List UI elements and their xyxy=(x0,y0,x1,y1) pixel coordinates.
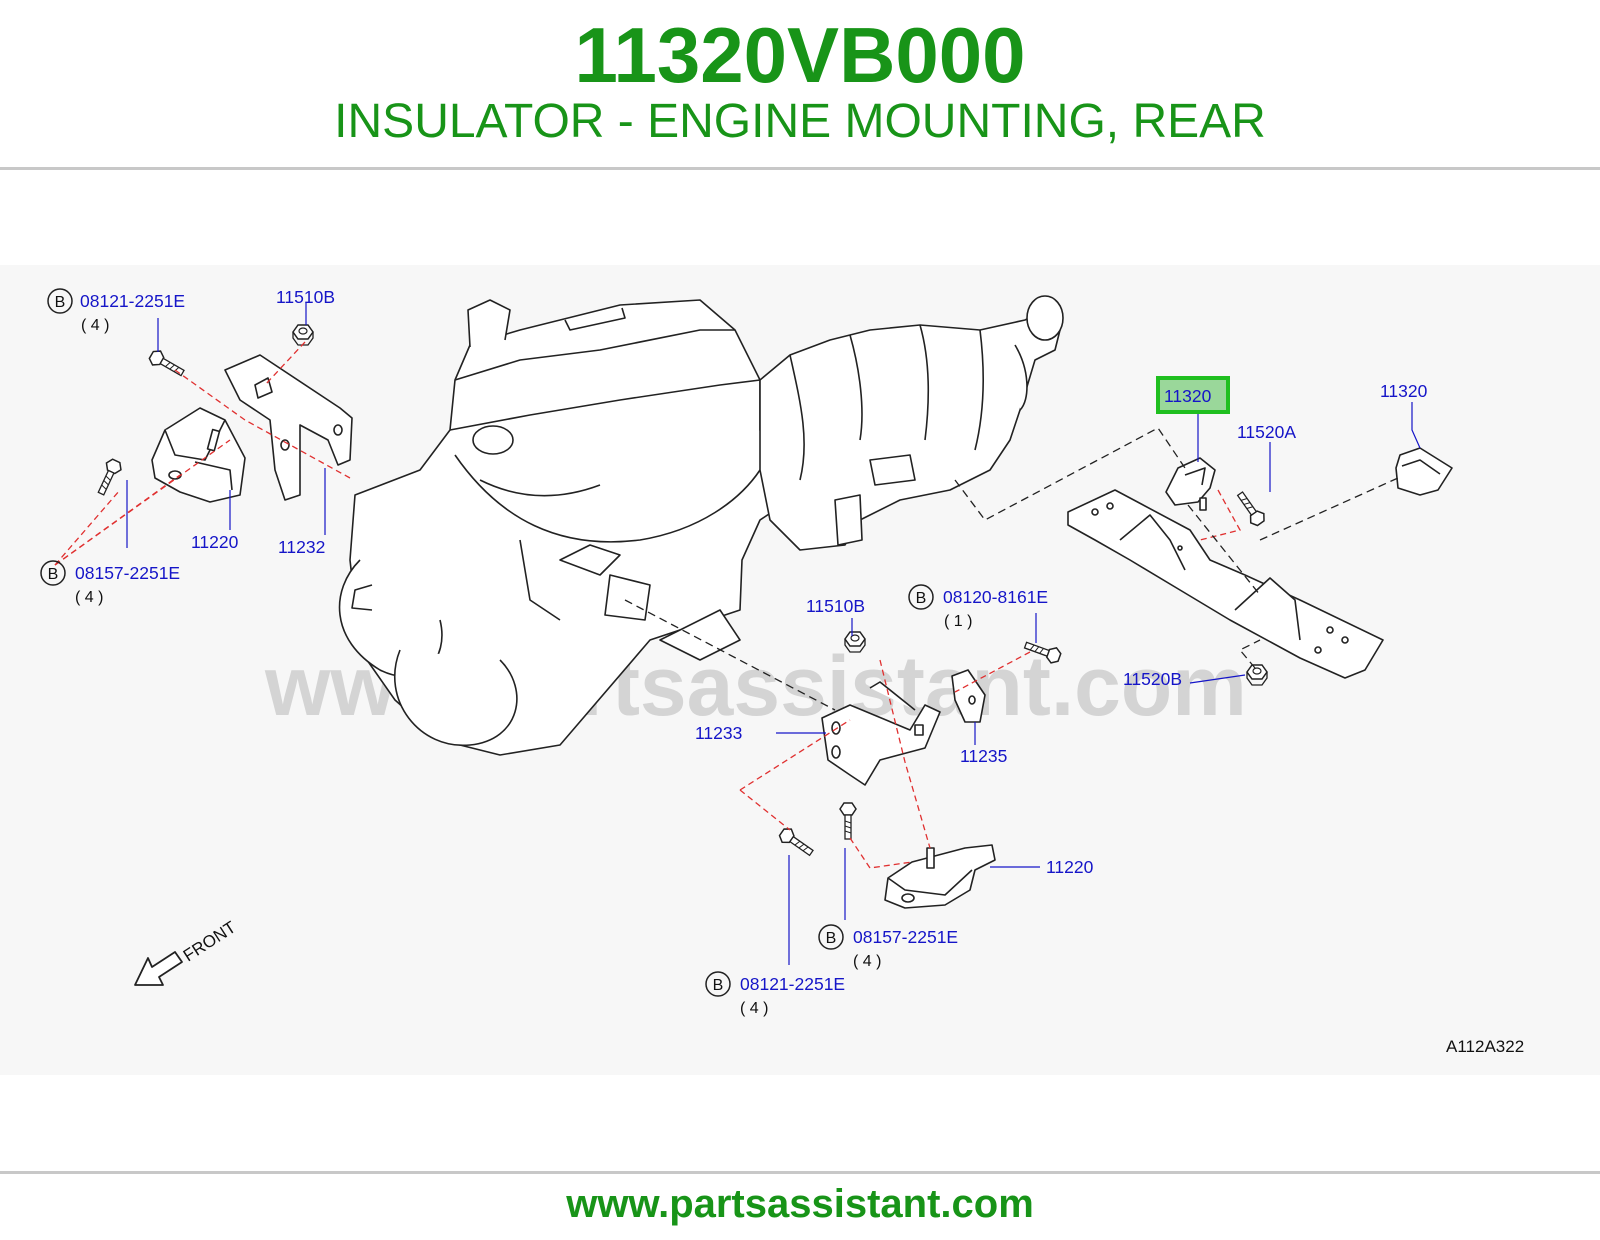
engine-illustration xyxy=(338,299,791,756)
callout-rear-insulator-alt[interactable]: 11320 xyxy=(1380,381,1428,401)
red-assembly-lines xyxy=(54,341,1241,869)
part-number-title: 11320VB000 xyxy=(574,11,1026,99)
center-bracket xyxy=(821,669,986,786)
callout-bolt-lower-mid[interactable]: 08157-2251E xyxy=(853,927,958,947)
bottom-divider xyxy=(0,1171,1600,1174)
callout-insulator-front-left[interactable]: 11220 xyxy=(191,532,239,552)
qty-bolt-lower-left: ( 4 ) xyxy=(740,1000,768,1017)
bolt-icon xyxy=(1232,488,1269,529)
badge-b xyxy=(908,584,934,610)
callout-nut-front-top[interactable]: 11510B xyxy=(276,287,335,307)
qty-bolt-front-top: ( 4 ) xyxy=(81,317,109,334)
callout-nut-rear-bottom[interactable]: 11520B xyxy=(1123,669,1182,689)
front-left-mount xyxy=(151,354,353,503)
rear-insulator-part xyxy=(1165,447,1453,511)
bolt-icon xyxy=(776,824,817,861)
callout-insulator-front-right[interactable]: 11220 xyxy=(1046,857,1094,877)
rear-crossmember xyxy=(1067,489,1384,679)
bolt-icon xyxy=(146,347,188,381)
highlighted-part-box xyxy=(1156,376,1230,414)
nut-icon xyxy=(292,324,314,346)
callouts: B B B B B 08121-2251E ( 4 ) 11510B 11220… xyxy=(40,287,1428,1017)
callout-nut-center[interactable]: 11510B xyxy=(806,596,865,616)
callout-bracket-center[interactable]: 11233 xyxy=(695,723,742,743)
qty-bolt-front-lower: ( 4 ) xyxy=(75,589,103,606)
header: 11320VB000 INSULATOR - ENGINE MOUNTING, … xyxy=(0,0,1600,168)
badge-b-label: B xyxy=(713,977,724,994)
bolt-icon xyxy=(839,802,857,840)
front-direction-label: FRONT xyxy=(180,918,239,966)
callout-bracket-front-left[interactable]: 11232 xyxy=(278,537,325,557)
callout-bracket-small[interactable]: 11235 xyxy=(960,746,1007,766)
leader-lines xyxy=(126,303,1421,965)
badge-b xyxy=(40,560,66,586)
badge-b xyxy=(47,288,73,314)
callout-bolt-front-top[interactable]: 08121-2251E xyxy=(80,291,185,311)
footer-site-link[interactable]: www.partsassistant.com xyxy=(566,1182,1034,1226)
top-divider xyxy=(0,167,1600,170)
badge-b xyxy=(818,924,844,950)
callout-bolt-front-lower[interactable]: 08157-2251E xyxy=(75,563,180,583)
callout-bolt-center[interactable]: 08120-8161E xyxy=(943,587,1048,607)
qty-bolt-center: ( 1 ) xyxy=(944,613,972,630)
bolt-icon xyxy=(93,456,125,498)
badge-b-label: B xyxy=(916,590,927,607)
badge-b xyxy=(705,971,731,997)
qty-bolt-lower-mid: ( 4 ) xyxy=(853,953,881,970)
front-right-insulator xyxy=(884,844,996,909)
transmission-illustration xyxy=(759,295,1064,551)
nut-icon xyxy=(1246,664,1268,686)
badge-b-label: B xyxy=(48,566,59,583)
callout-bolt-rear-top[interactable]: 11520A xyxy=(1237,422,1296,442)
front-arrow-icon xyxy=(134,951,183,986)
reference-lines xyxy=(624,427,1399,711)
badge-b-label: B xyxy=(826,930,837,947)
figure-reference: A112A322 xyxy=(1446,1037,1524,1056)
callout-bolt-lower-left[interactable]: 08121-2251E xyxy=(740,974,845,994)
badge-b-label: B xyxy=(55,294,66,311)
part-description: INSULATOR - ENGINE MOUNTING, REAR xyxy=(334,95,1266,148)
callout-rear-insulator-highlighted[interactable]: 11320 xyxy=(1164,386,1212,406)
